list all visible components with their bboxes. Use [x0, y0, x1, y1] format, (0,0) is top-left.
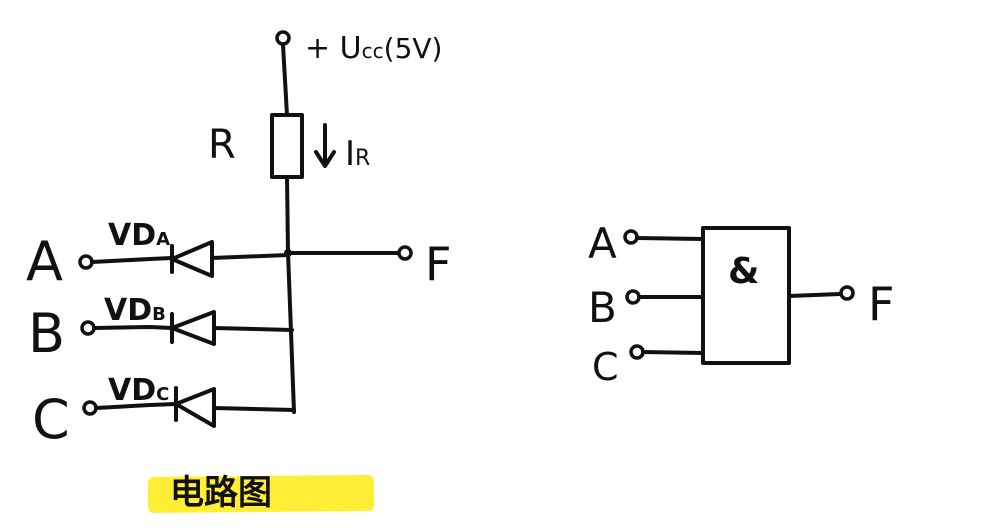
gate-input-label-b: B	[588, 283, 617, 332]
circuit-caption: 电路图	[170, 473, 272, 513]
resistor-label: R	[208, 122, 236, 168]
diode-and-circuit: + Ucc(5V) R IR F A VDA	[26, 30, 451, 513]
gate-output-label: F	[868, 277, 894, 331]
diode-triangle-a	[170, 240, 214, 278]
and-gate-symbol: & A B C F	[588, 219, 894, 389]
current-subscript: R	[355, 146, 370, 171]
resistor-to-node-wire	[285, 175, 290, 254]
diode-label-b-main: VD	[104, 293, 152, 328]
diode-label-c-sub: C	[156, 384, 169, 405]
gate-symbol-label: &	[728, 251, 759, 292]
current-label: IR	[345, 134, 370, 174]
diode-triangle-c	[174, 387, 216, 428]
gate-input-wire-c	[641, 350, 705, 355]
diode-triangle-b	[170, 310, 216, 346]
input-label-c: C	[32, 388, 70, 451]
gate-output-wire	[787, 292, 842, 298]
diode-row-c: C VDC	[32, 373, 296, 451]
diode-label-b: VDB	[104, 293, 166, 328]
gate-input-terminal-a	[623, 229, 639, 245]
gate-input-wire-a	[635, 236, 705, 241]
supply-terminal	[275, 30, 291, 46]
current-arrow-icon	[314, 123, 336, 168]
input-wire-a	[90, 256, 174, 264]
diode-wire-a	[210, 253, 290, 260]
diode-label-c: VDC	[108, 373, 169, 408]
diode-row-a: A VDA	[26, 218, 290, 293]
diode-wire-b	[212, 326, 294, 332]
output-label: F	[425, 237, 451, 291]
supply-wire	[281, 43, 289, 117]
diode-label-a-sub: A	[156, 229, 170, 250]
supply-label: + Ucc(5V)	[305, 31, 442, 66]
supply-plus-u: + U	[305, 31, 362, 66]
diode-label-c-main: VD	[108, 373, 156, 408]
diode-row-b: B VDB	[28, 293, 294, 365]
input-label-b: B	[28, 302, 65, 365]
output-terminal	[397, 245, 413, 261]
gate-box	[701, 226, 791, 365]
gate-input-label-a: A	[588, 219, 617, 268]
input-label-a: A	[26, 230, 63, 293]
diode-wire-c	[212, 406, 296, 412]
current-letter: I	[345, 134, 355, 174]
input-wire-c	[94, 402, 178, 410]
gate-output-terminal	[839, 285, 855, 301]
diode-bus-wire	[286, 250, 296, 414]
diode-label-a-main: VD	[108, 218, 156, 253]
supply-subscript: cc	[362, 39, 384, 63]
caption-highlight	[147, 475, 375, 513]
diode-label-b-sub: B	[152, 304, 166, 325]
gate-input-label-c: C	[592, 345, 619, 389]
diode-label-a: VDA	[108, 218, 170, 253]
resistor-symbol	[270, 113, 304, 179]
input-wire-b	[92, 325, 174, 330]
supply-value: (5V)	[384, 32, 443, 65]
